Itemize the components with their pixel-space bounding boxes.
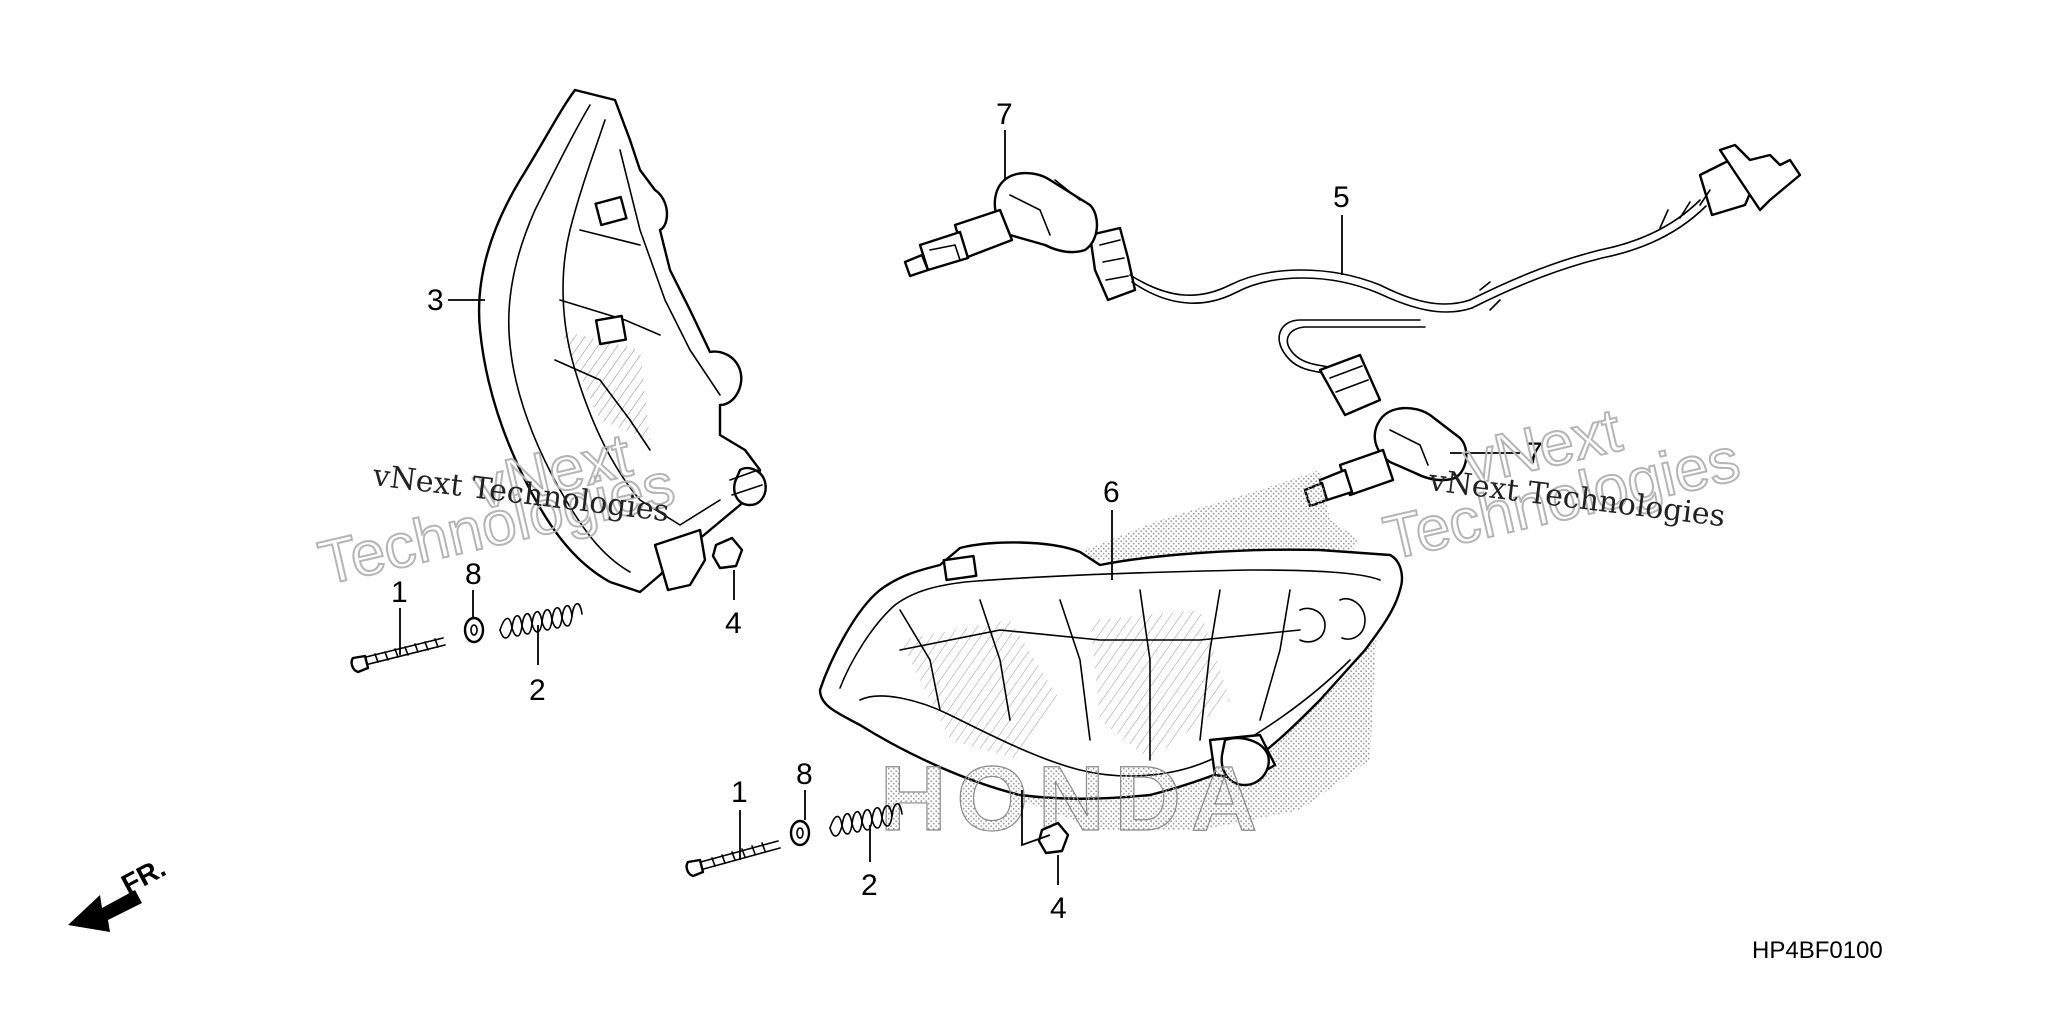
leader-lines [399,130,1520,885]
bolt-1-left [350,637,446,674]
callout-numbers: 3 1 8 2 4 7 5 7 6 1 8 2 4 [391,98,1543,925]
callout-6: 6 [1103,476,1120,509]
callout-1-left: 1 [391,576,408,609]
callout-7-lower: 7 [1526,437,1543,470]
left-headlight-unit [477,88,767,594]
callout-2-left: 2 [529,674,546,707]
wire-harness [1088,143,1802,417]
callout-4-left: 4 [725,607,742,640]
nut-4-right [1037,821,1070,855]
washer-8-left [463,616,485,644]
right-hardware [685,802,1070,878]
callout-2-right: 2 [861,869,878,902]
callout-8-right: 8 [796,758,813,791]
spring-2-right [829,802,903,837]
direction-label: FR. [116,852,170,901]
washer-8-right [789,819,811,847]
arrow-icon [68,890,142,932]
callout-3: 3 [427,284,444,317]
callout-7-upper: 7 [996,98,1013,131]
stipple-backdrop [1060,470,1360,560]
right-headlight-unit [818,541,1404,800]
nut-4-left [711,536,744,570]
callout-5: 5 [1333,181,1350,214]
bolt-1-right [685,840,781,878]
spring-2-left [499,602,583,639]
left-hardware [350,536,744,674]
callout-8-left: 8 [465,558,482,591]
bulb-upper [903,171,1099,278]
callout-1-right: 1 [731,776,748,809]
callout-4-right: 4 [1050,892,1067,925]
honda-logo-watermark: HONDA [880,748,1267,850]
diagram-code: HP4BF0100 [1752,937,1883,964]
front-direction-arrow: FR. [68,852,171,932]
